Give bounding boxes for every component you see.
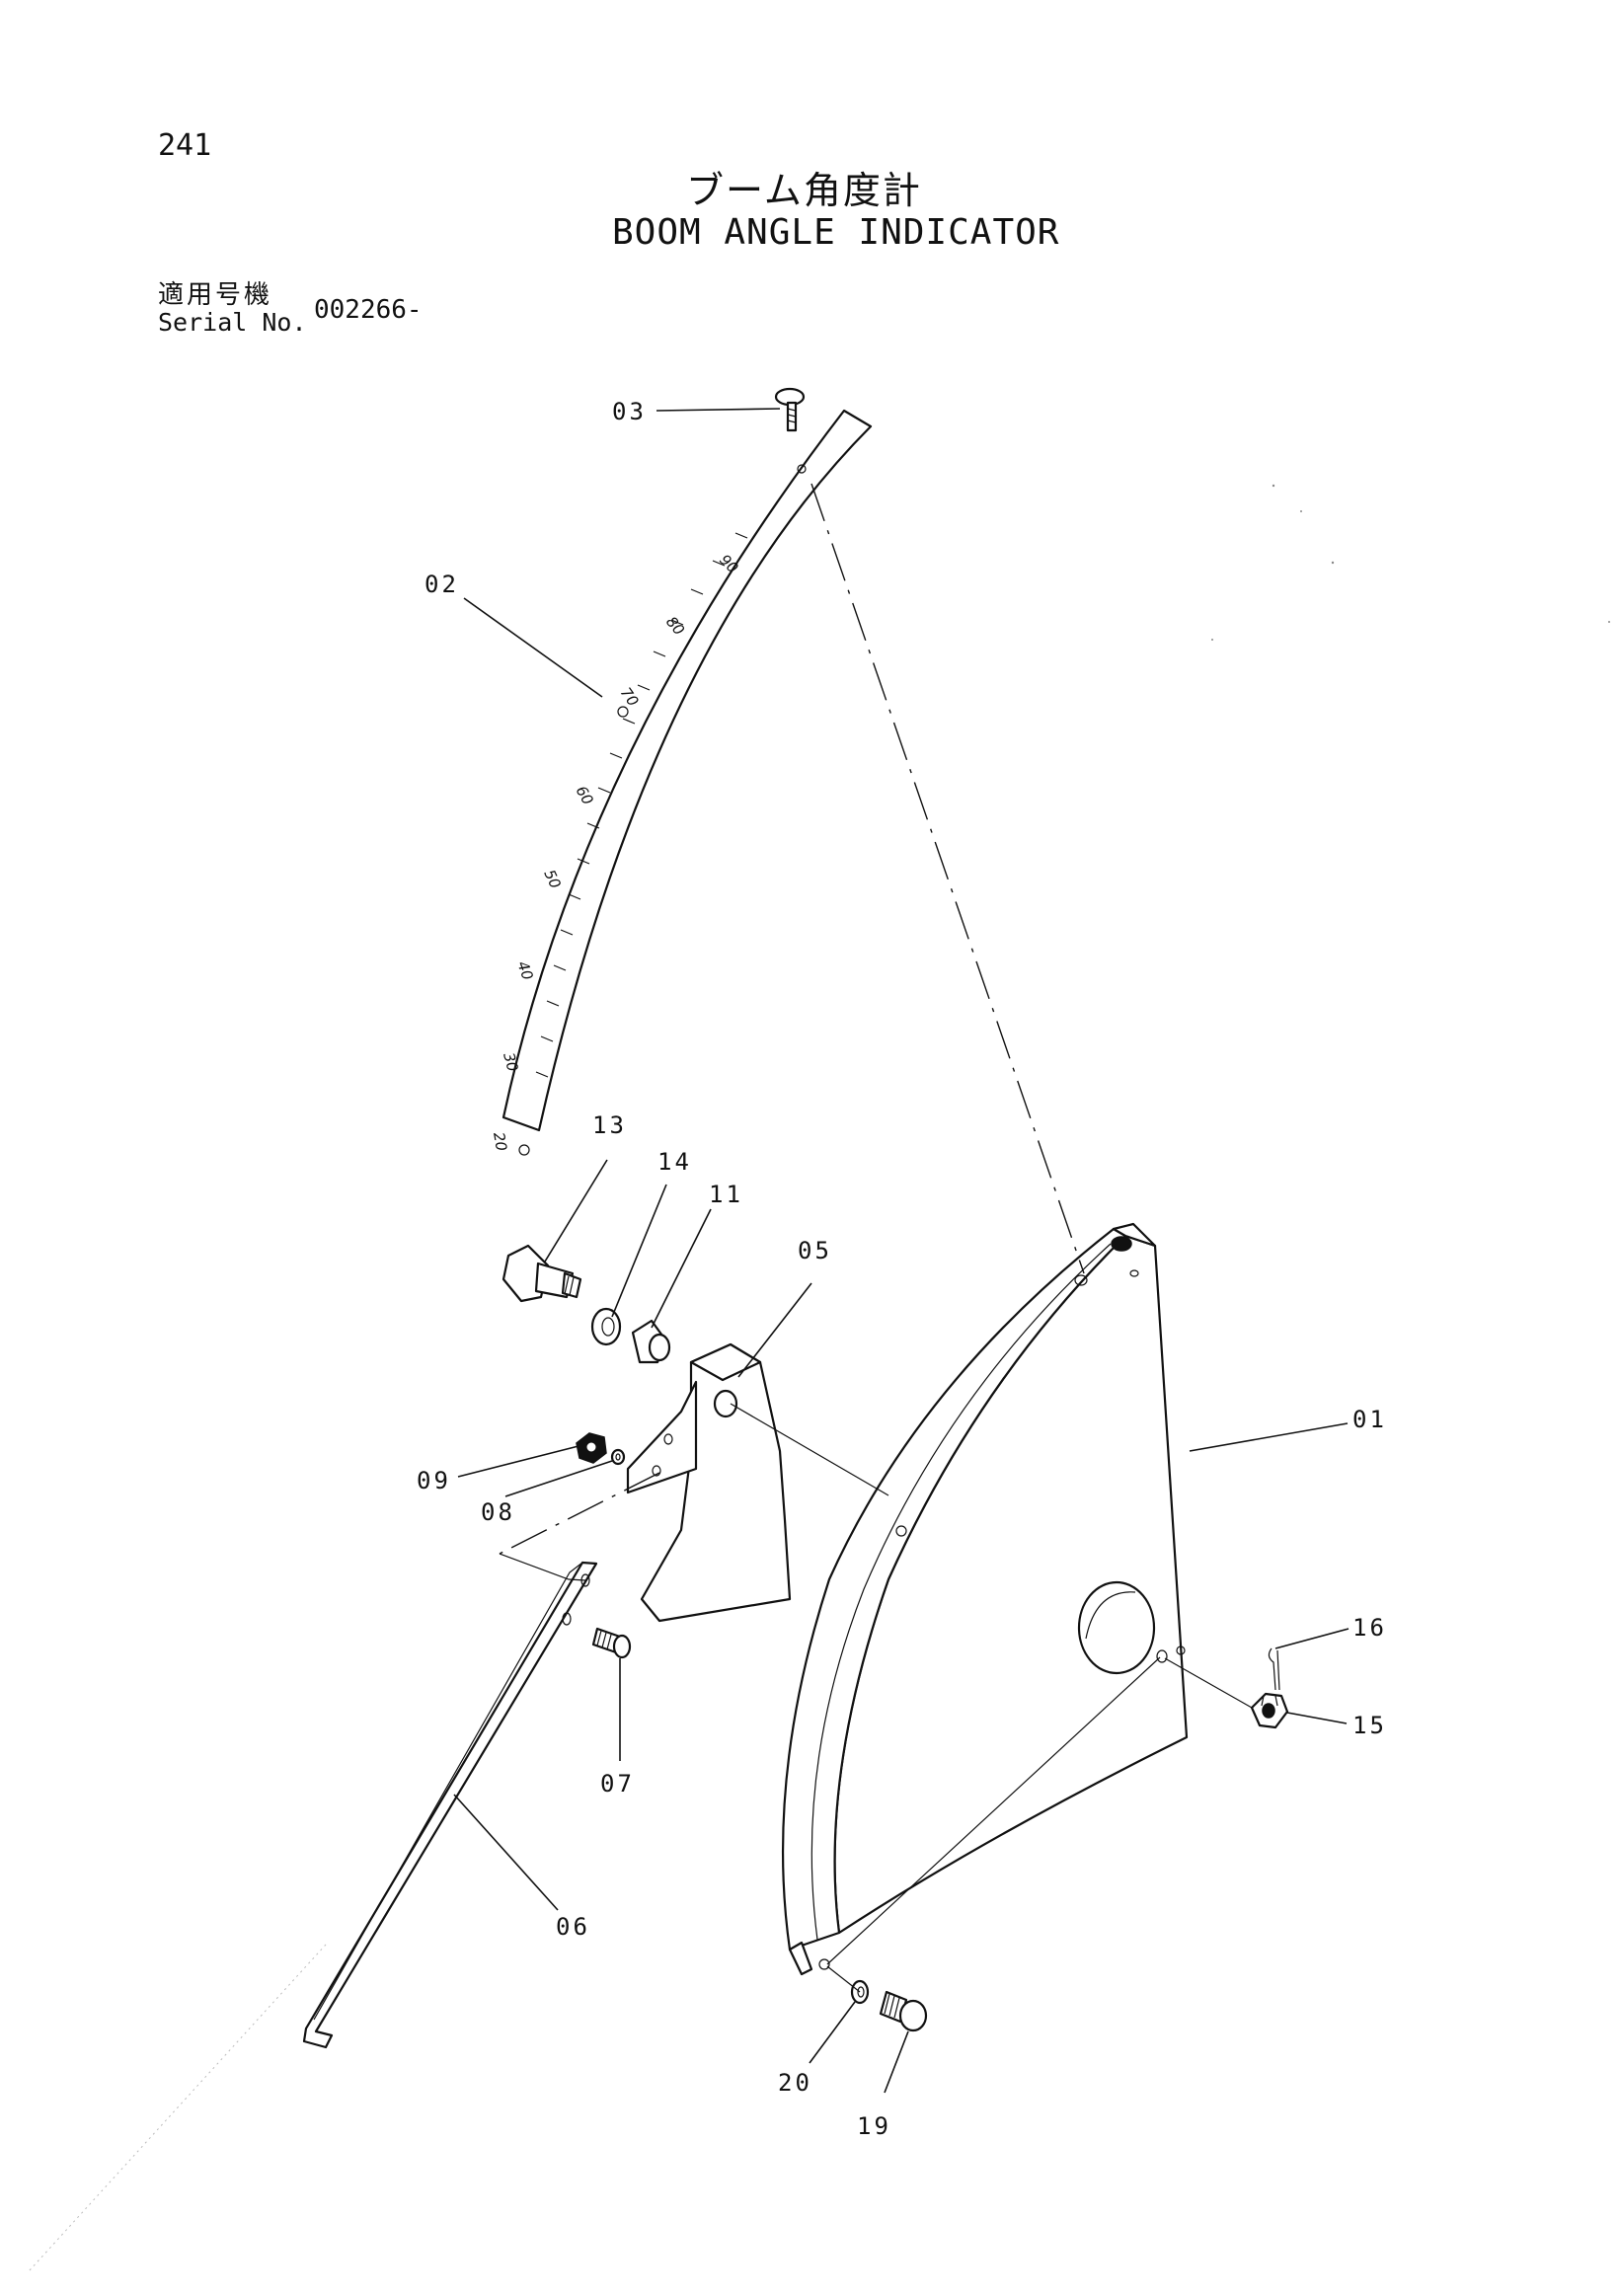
scale-label-20: 20 bbox=[490, 1131, 510, 1153]
callout-08: 08 bbox=[481, 1498, 515, 1526]
scale-label-70: 70 bbox=[617, 684, 643, 710]
serial-label-en: Serial No. bbox=[158, 308, 307, 337]
screw-icon bbox=[774, 387, 806, 432]
scan-artifact-line bbox=[29, 1944, 327, 2271]
callout-labels: 03 02 13 14 11 05 01 09 08 07 06 16 15 2… bbox=[417, 398, 1387, 2140]
callout-02: 02 bbox=[424, 571, 459, 598]
bolt-icon bbox=[879, 1990, 928, 2032]
page-title-jp: ブーム角度計 bbox=[686, 169, 922, 212]
page-title-en: BOOM ANGLE INDICATOR bbox=[612, 212, 1060, 253]
collar-icon bbox=[631, 1319, 671, 1364]
callout-05: 05 bbox=[798, 1237, 832, 1264]
scale-label-80: 80 bbox=[662, 613, 688, 639]
scan-speckles bbox=[1211, 484, 1610, 641]
page-number: 241 bbox=[158, 128, 212, 163]
bracket-part-05 bbox=[626, 1342, 792, 1623]
callout-16: 16 bbox=[1352, 1614, 1387, 1642]
callout-15: 15 bbox=[1352, 1712, 1387, 1739]
callout-20: 20 bbox=[778, 2069, 812, 2097]
assembly-lines bbox=[499, 483, 1253, 1993]
callout-11: 11 bbox=[709, 1181, 743, 1208]
callout-13: 13 bbox=[592, 1111, 627, 1139]
leader-lines bbox=[453, 408, 1350, 2094]
pointer-part-06 bbox=[302, 1561, 598, 2049]
serial-label-jp: 適用号機 bbox=[158, 280, 273, 310]
bolt-icon bbox=[501, 1244, 582, 1303]
callout-19: 19 bbox=[857, 2112, 891, 2140]
scale-label-30: 30 bbox=[500, 1050, 521, 1073]
callout-14: 14 bbox=[657, 1148, 692, 1176]
scale-label-50: 50 bbox=[540, 867, 564, 891]
callout-09: 09 bbox=[417, 1467, 451, 1494]
quadrant-plate-part-01 bbox=[782, 1222, 1189, 1976]
callout-06: 06 bbox=[556, 1913, 590, 1941]
washer-icon bbox=[590, 1307, 622, 1346]
washer-icon bbox=[610, 1448, 626, 1466]
callout-07: 07 bbox=[600, 1770, 635, 1798]
scale-label-40: 40 bbox=[513, 958, 536, 982]
nut-icon bbox=[576, 1432, 607, 1464]
callout-01: 01 bbox=[1352, 1406, 1387, 1433]
cotter-pin-icon bbox=[1268, 1647, 1280, 1691]
callout-03: 03 bbox=[612, 398, 647, 425]
scale-label-60: 60 bbox=[573, 783, 597, 808]
angle-scale-part-02: 90 80 70 60 50 40 30 20 bbox=[490, 409, 873, 1156]
serial-value: 002266- bbox=[314, 295, 423, 325]
nut-icon bbox=[1250, 1692, 1289, 1729]
screw-icon bbox=[591, 1627, 632, 1659]
